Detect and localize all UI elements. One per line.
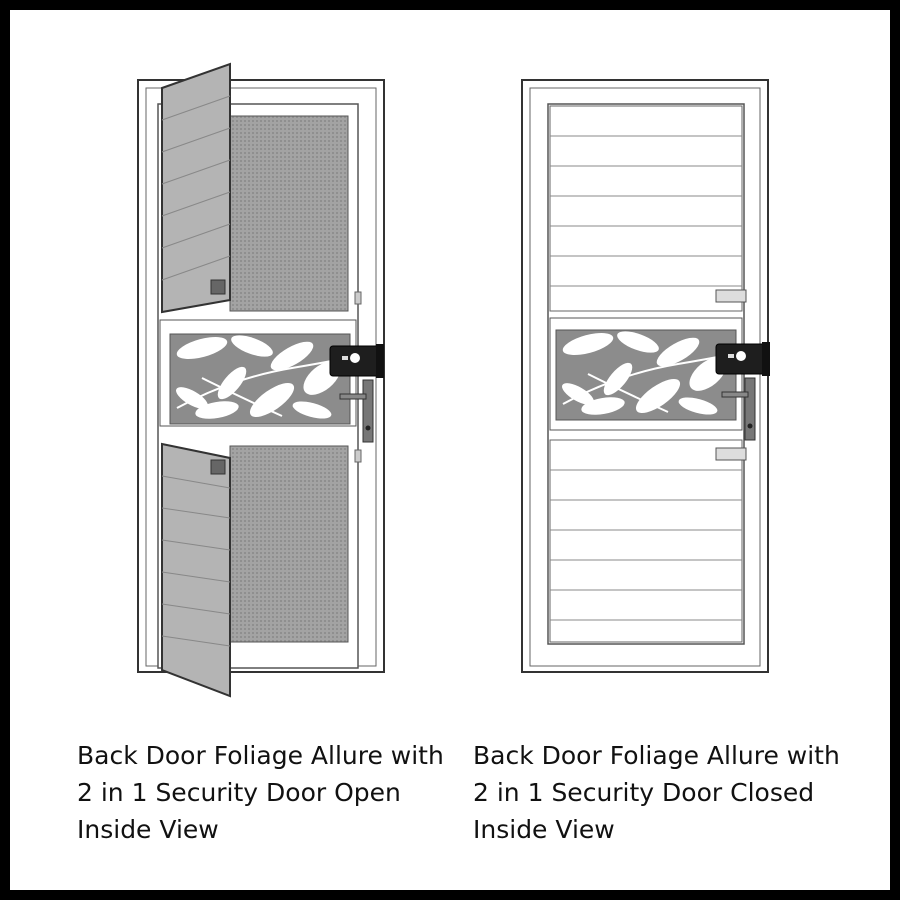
door-open-view [137, 62, 385, 698]
door-closed-view [521, 79, 770, 673]
caption-closed-view: Back Door Foliage Allure with 2 in 1 Sec… [473, 741, 840, 844]
caption-open-view: Back Door Foliage Allure with 2 in 1 Sec… [77, 741, 444, 844]
